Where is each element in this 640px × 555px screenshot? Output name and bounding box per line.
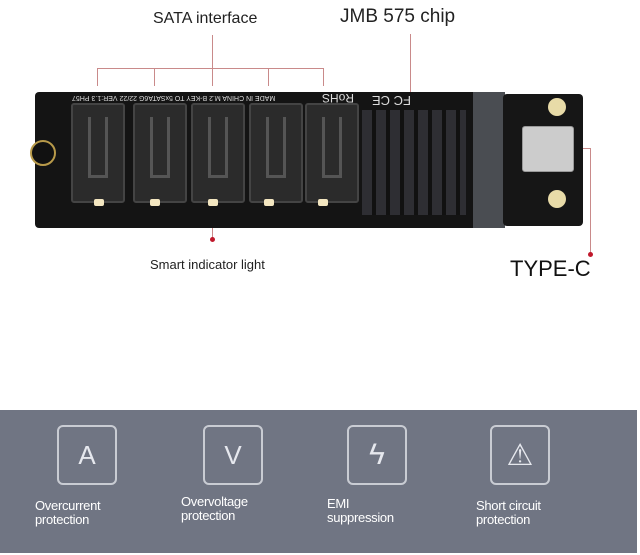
ammeter-icon: A [57,425,117,485]
lightning-icon: ϟ [347,425,407,485]
indicator-led [208,199,218,206]
features-panel [0,410,637,553]
sata-port [133,103,187,203]
chip-label: JMB 575 chip [340,6,456,27]
sata-interface-label: SATA interface [153,10,258,27]
heatsink [362,110,466,215]
indicator-led [318,199,328,206]
voltmeter-icon: V [203,425,263,485]
board-silkscreen: MADE IN CHINA M.2 B-KEY TO 5xSATA6G 22/2… [72,94,276,101]
sata-port [71,103,125,203]
type-c-port [522,126,574,172]
screw-notch [30,140,56,166]
indicator-led [94,199,104,206]
sata-port [305,103,359,203]
m2-edge-connector [473,92,505,228]
sata-port [191,103,245,203]
sata-port [249,103,303,203]
type-c-label: TYPE-C [510,256,591,281]
indicator-led [264,199,274,206]
certification-marks: FC CE [372,93,411,108]
indicator-led [150,199,160,206]
warning-icon: ⚠ [490,425,550,485]
indicator-light-label: Smart indicator light [150,257,265,272]
